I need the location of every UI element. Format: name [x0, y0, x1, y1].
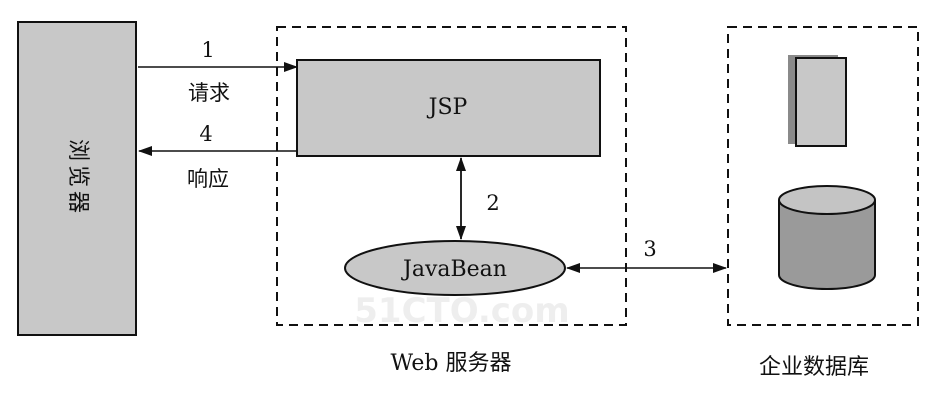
database-cylinder-body — [778, 200, 876, 290]
request-arrow-group: 1 请求 — [138, 38, 298, 105]
database-icon — [778, 185, 876, 290]
request-number: 1 — [201, 38, 214, 62]
enterprise-db-container: 企业数据库 — [727, 26, 919, 380]
jsp-box — [296, 59, 601, 157]
response-label: 响应 — [187, 167, 229, 191]
jsp-label: JSP — [427, 95, 468, 120]
database-cylinder-top — [778, 185, 876, 215]
javabean-node: JavaBean — [344, 240, 566, 296]
bean-db-arrow-group: 3 — [566, 237, 727, 273]
enterprise-db-caption: 企业数据库 — [759, 355, 869, 380]
browser-box — [17, 21, 137, 336]
enterprise-db-boundary — [727, 26, 919, 326]
bean-db-number: 3 — [643, 237, 656, 261]
jsp-node: JSP — [296, 59, 601, 157]
document-page — [795, 57, 847, 147]
web-server-boundary — [276, 26, 627, 326]
javabean-label: JavaBean — [401, 257, 507, 282]
watermark-text: 51CTO.com — [354, 291, 569, 331]
web-server-container: Web 服务器 — [276, 26, 627, 376]
response-arrow-group: 4 响应 — [138, 122, 296, 191]
document-icon — [788, 55, 847, 147]
javabean-ellipse — [344, 240, 566, 296]
web-server-caption: Web 服务器 — [391, 351, 512, 376]
jsp-bean-number: 2 — [486, 191, 499, 215]
request-label: 请求 — [188, 81, 230, 105]
browser-label: 浏览器 — [65, 139, 90, 217]
jsp-bean-arrow-group: 2 — [456, 157, 500, 240]
response-number: 4 — [199, 122, 212, 146]
browser-node: 浏览器 — [17, 21, 137, 336]
